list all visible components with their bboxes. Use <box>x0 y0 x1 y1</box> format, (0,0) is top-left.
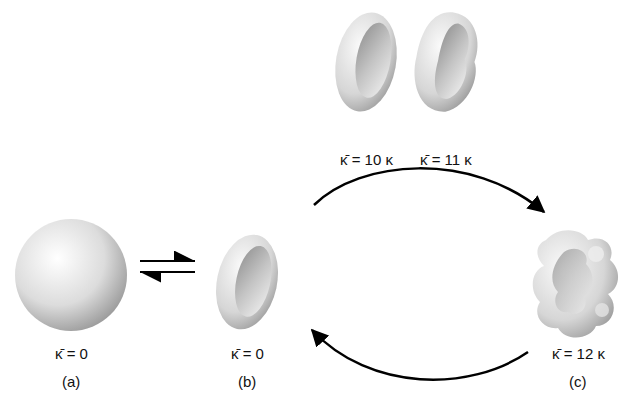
value-label: κ̄ = 0 <box>55 345 88 363</box>
panel-letter: (c) <box>569 373 587 391</box>
cycle-arrow <box>314 168 544 212</box>
reverse-arrow <box>140 271 195 273</box>
stomatocyte-vesicle <box>328 8 404 117</box>
discocyte-vesicle <box>208 229 287 335</box>
value-label: κ̄ = 12 κ <box>552 345 605 363</box>
sphere-vesicle <box>15 219 127 331</box>
cycle-arrow <box>312 330 528 380</box>
forward-arrow <box>140 260 195 262</box>
value-label: κ̄ = 11 κ <box>420 151 472 169</box>
multilobed-vesicle <box>533 230 618 337</box>
value-label: κ̄ = 10 κ <box>340 151 393 169</box>
value-label: κ̄ = 0 <box>231 345 264 363</box>
stomatocyte-vesicle <box>408 8 486 117</box>
panel-letter: (b) <box>238 373 256 391</box>
panel-letter: (a) <box>62 373 80 391</box>
